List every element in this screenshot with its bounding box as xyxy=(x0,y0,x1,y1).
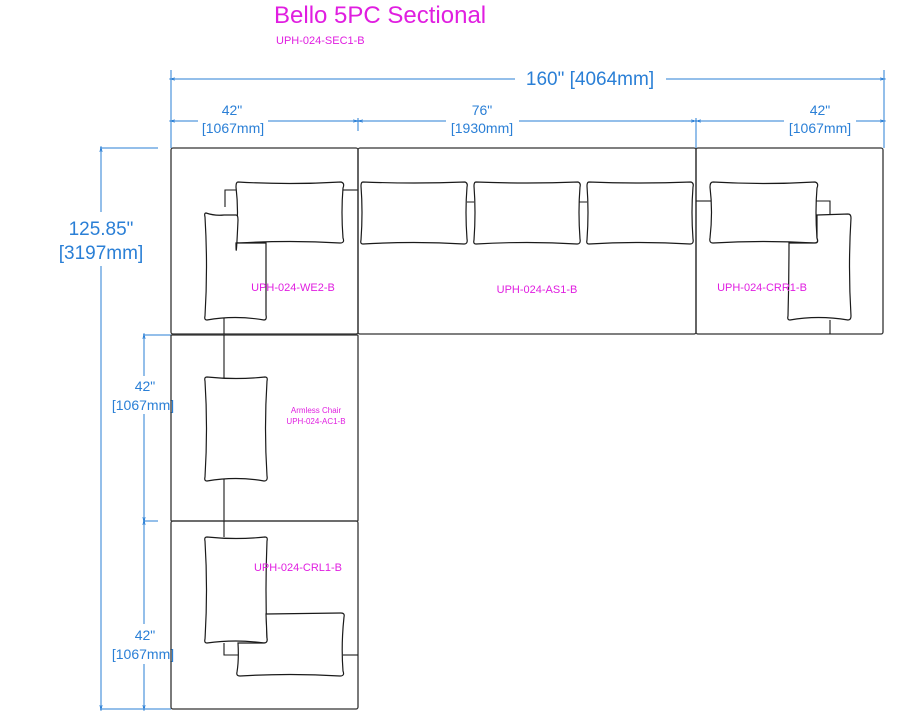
back-cushion xyxy=(709,181,819,244)
back-cushion xyxy=(235,181,345,244)
dimension-left-lower: 42" [1067mm] xyxy=(112,522,174,708)
corner-right-label: UPH-024-CRR1-B xyxy=(717,282,807,294)
top-middle-inch: 76" xyxy=(472,102,493,118)
wedge-label: UPH-024-WE2-B xyxy=(251,282,335,294)
dimension-top-left: 42" [1067mm] xyxy=(172,102,362,136)
side-cushion xyxy=(787,213,852,321)
dimension-left-upper: 42" [1067mm] xyxy=(112,335,174,521)
sofa-cushion-3 xyxy=(586,181,694,245)
dimension-overall-width: 160" [4064mm] xyxy=(171,69,884,148)
sofa-cushion-1 xyxy=(360,181,468,245)
dimension-top-middle: 76" [1930mm] xyxy=(360,102,696,148)
piece-corner-right: UPH-024-CRR1-B xyxy=(695,147,884,335)
product-title: Bello 5PC Sectional xyxy=(274,2,487,29)
left-upper-inch: 42" xyxy=(135,378,156,394)
top-middle-mm: [1930mm] xyxy=(451,120,513,136)
corner-left-label: UPH-024-CRL1-B xyxy=(254,562,342,574)
piece-corner-left: UPH-024-CRL1-B xyxy=(170,520,359,710)
chair-cushion xyxy=(204,376,268,482)
overall-depth-inch: 125.85" xyxy=(69,219,134,240)
top-left-mm: [1067mm] xyxy=(202,120,264,136)
armless-sofa-label: UPH-024-AS1-B xyxy=(497,284,578,296)
armless-chair-name: Armless Chair xyxy=(291,406,342,415)
dimension-overall-depth: 125.85" [3197mm] xyxy=(59,148,171,709)
armless-chair-sku: UPH-024-AC1-B xyxy=(286,417,345,426)
side-cushion xyxy=(204,536,268,644)
top-right-mm: [1067mm] xyxy=(789,120,851,136)
left-lower-inch: 42" xyxy=(135,627,156,643)
front-cushion xyxy=(236,612,345,677)
side-cushion xyxy=(204,212,267,321)
top-left-inch: 42" xyxy=(222,102,243,118)
piece-armless-chair: Armless Chair UPH-024-AC1-B xyxy=(170,334,359,522)
left-lower-mm: [1067mm] xyxy=(112,646,174,662)
overall-depth-mm: [3197mm] xyxy=(59,243,143,264)
left-upper-mm: [1067mm] xyxy=(112,397,174,413)
overall-width-label: 160" [4064mm] xyxy=(526,69,654,90)
sofa-cushion-2 xyxy=(473,181,581,245)
top-right-inch: 42" xyxy=(810,102,831,118)
piece-armless-sofa: UPH-024-AS1-B xyxy=(357,147,697,335)
product-sku: UPH-024-SEC1-B xyxy=(276,35,365,47)
piece-wedge: UPH-024-WE2-B xyxy=(170,147,359,335)
dimension-top-right: 42" [1067mm] xyxy=(698,102,883,136)
